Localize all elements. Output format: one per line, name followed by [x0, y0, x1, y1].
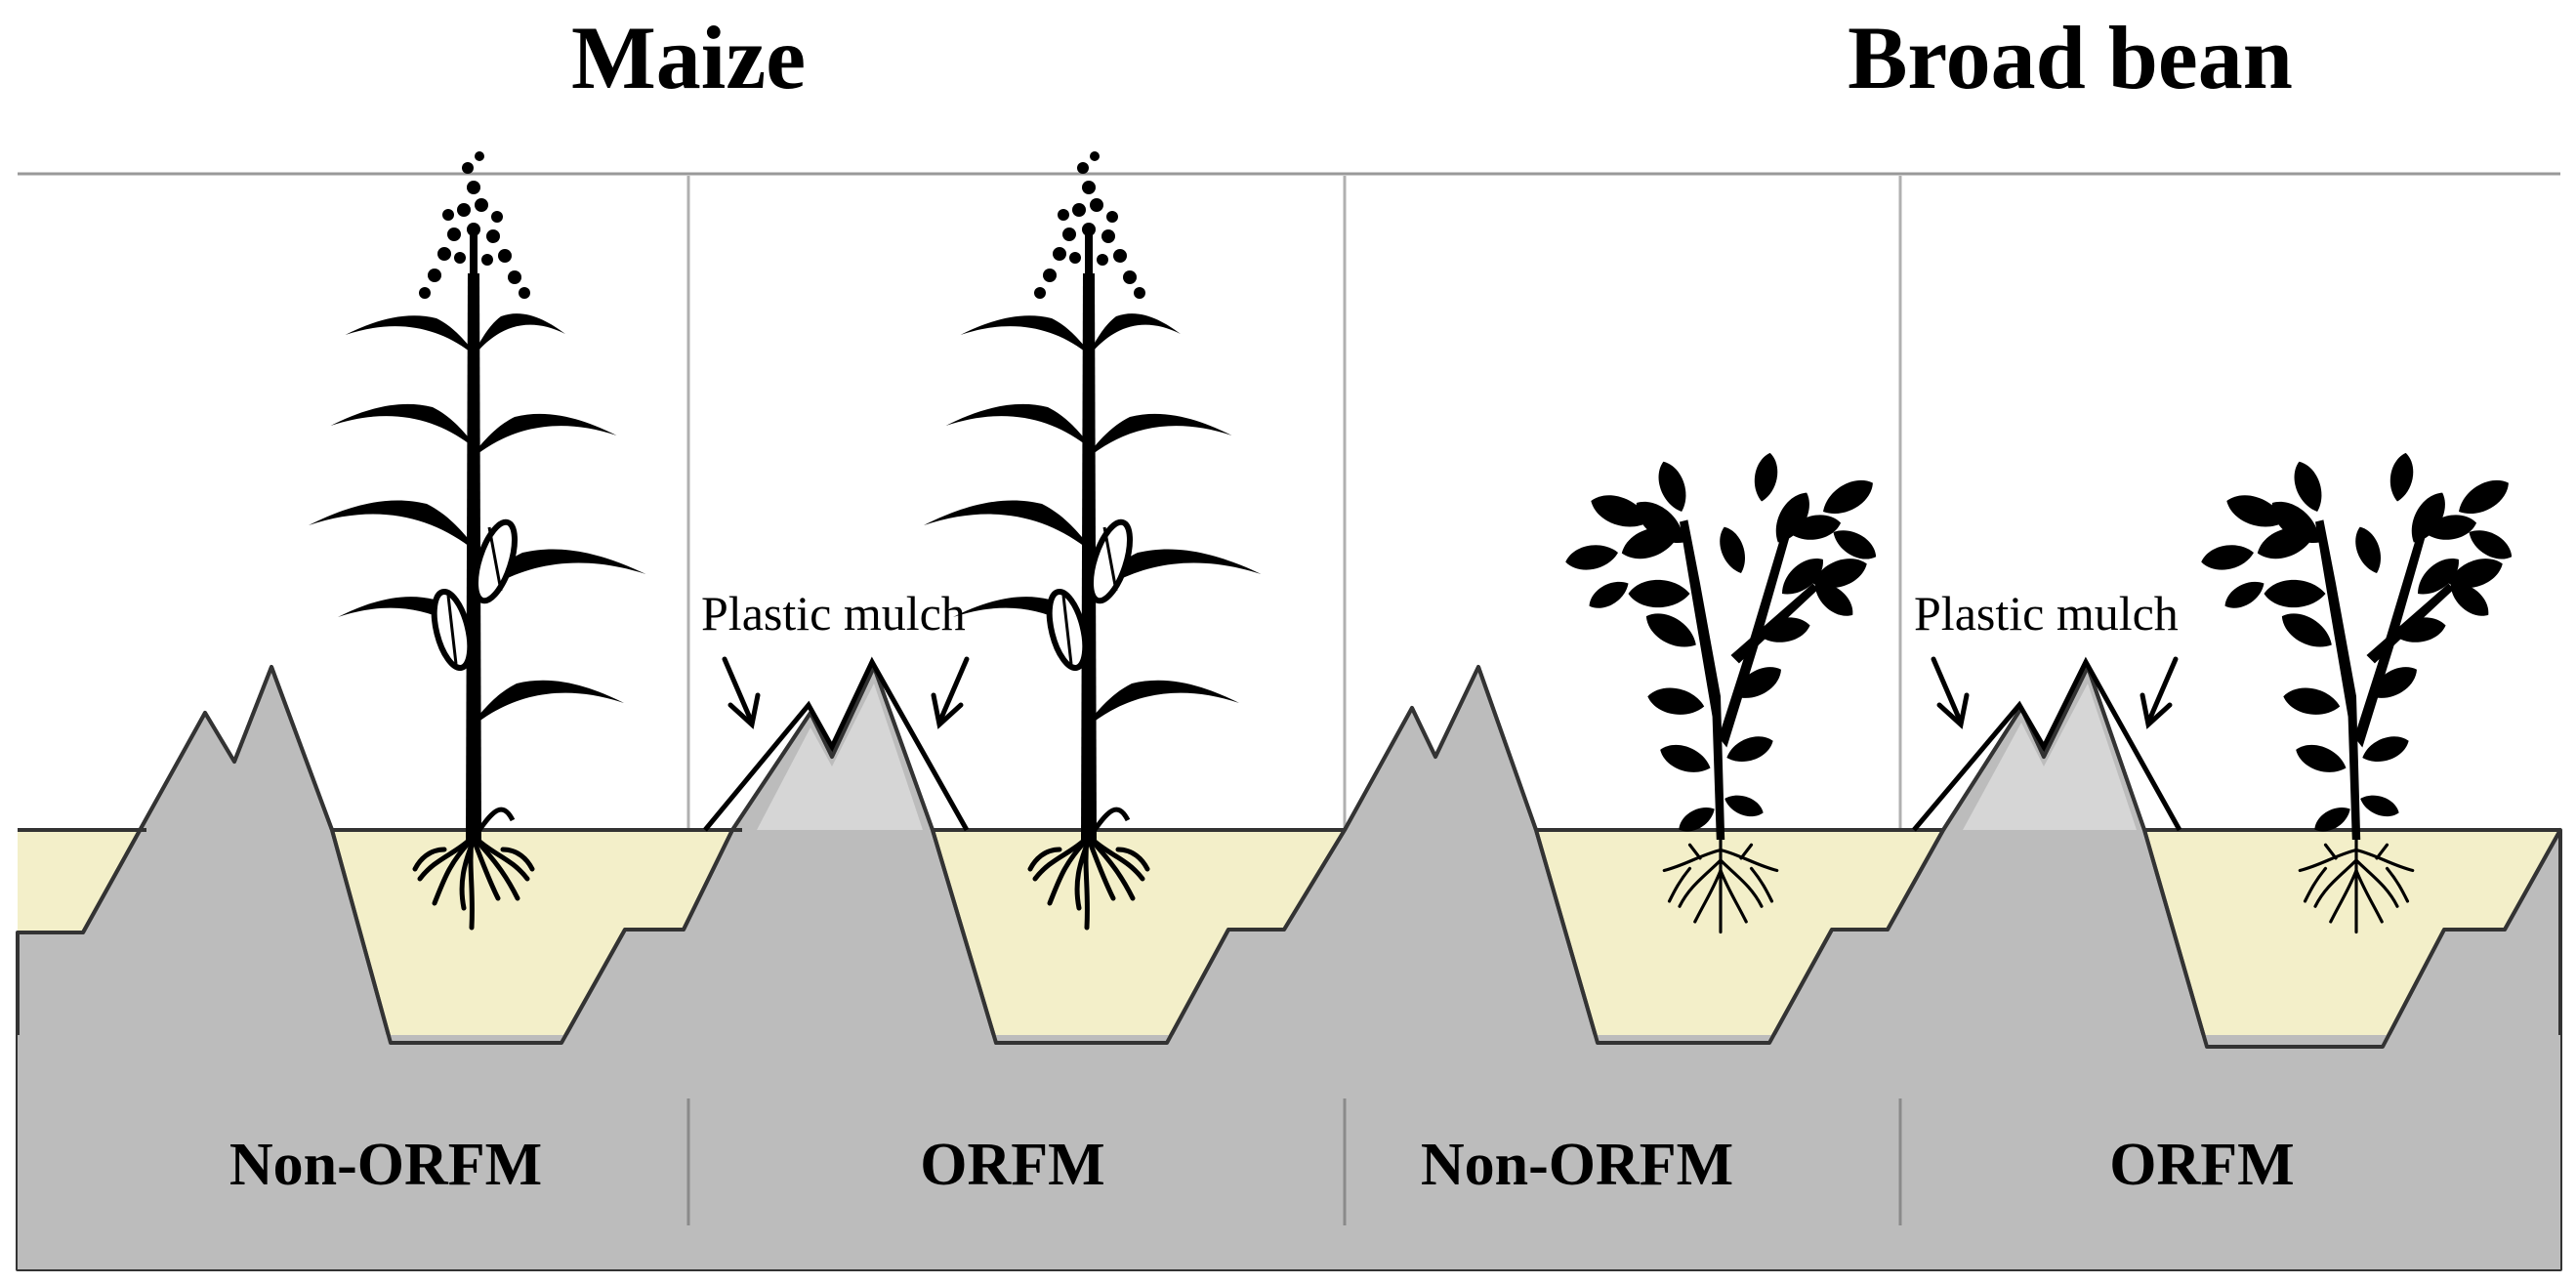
maize-plant-non-orfm [309, 151, 646, 928]
treatment-label-4: ORFM [2109, 1132, 2294, 1198]
treatment-label-2: ORFM [920, 1132, 1104, 1198]
maize-plant-orfm [924, 151, 1262, 928]
title-broad-bean: Broad bean [1848, 8, 2293, 107]
mulched-ridge-bean [1963, 683, 2137, 830]
treatment-label-1: Non-ORFM [229, 1132, 542, 1198]
lower-panel-dividers [686, 1098, 1902, 1225]
plastic-mulch-label-maize: Plastic mulch [701, 586, 966, 641]
title-maize: Maize [571, 8, 806, 107]
panel-dividers [686, 176, 1902, 830]
plastic-mulch-label-bean: Plastic mulch [1914, 586, 2179, 641]
plastic-mulch-film-bean [1912, 656, 2182, 832]
mulched-ridge-maize [757, 683, 923, 830]
mulch-arrows [722, 656, 2179, 729]
plastic-mulch-film-maize [703, 656, 970, 832]
treatment-label-3: Non-ORFM [1421, 1132, 1733, 1198]
